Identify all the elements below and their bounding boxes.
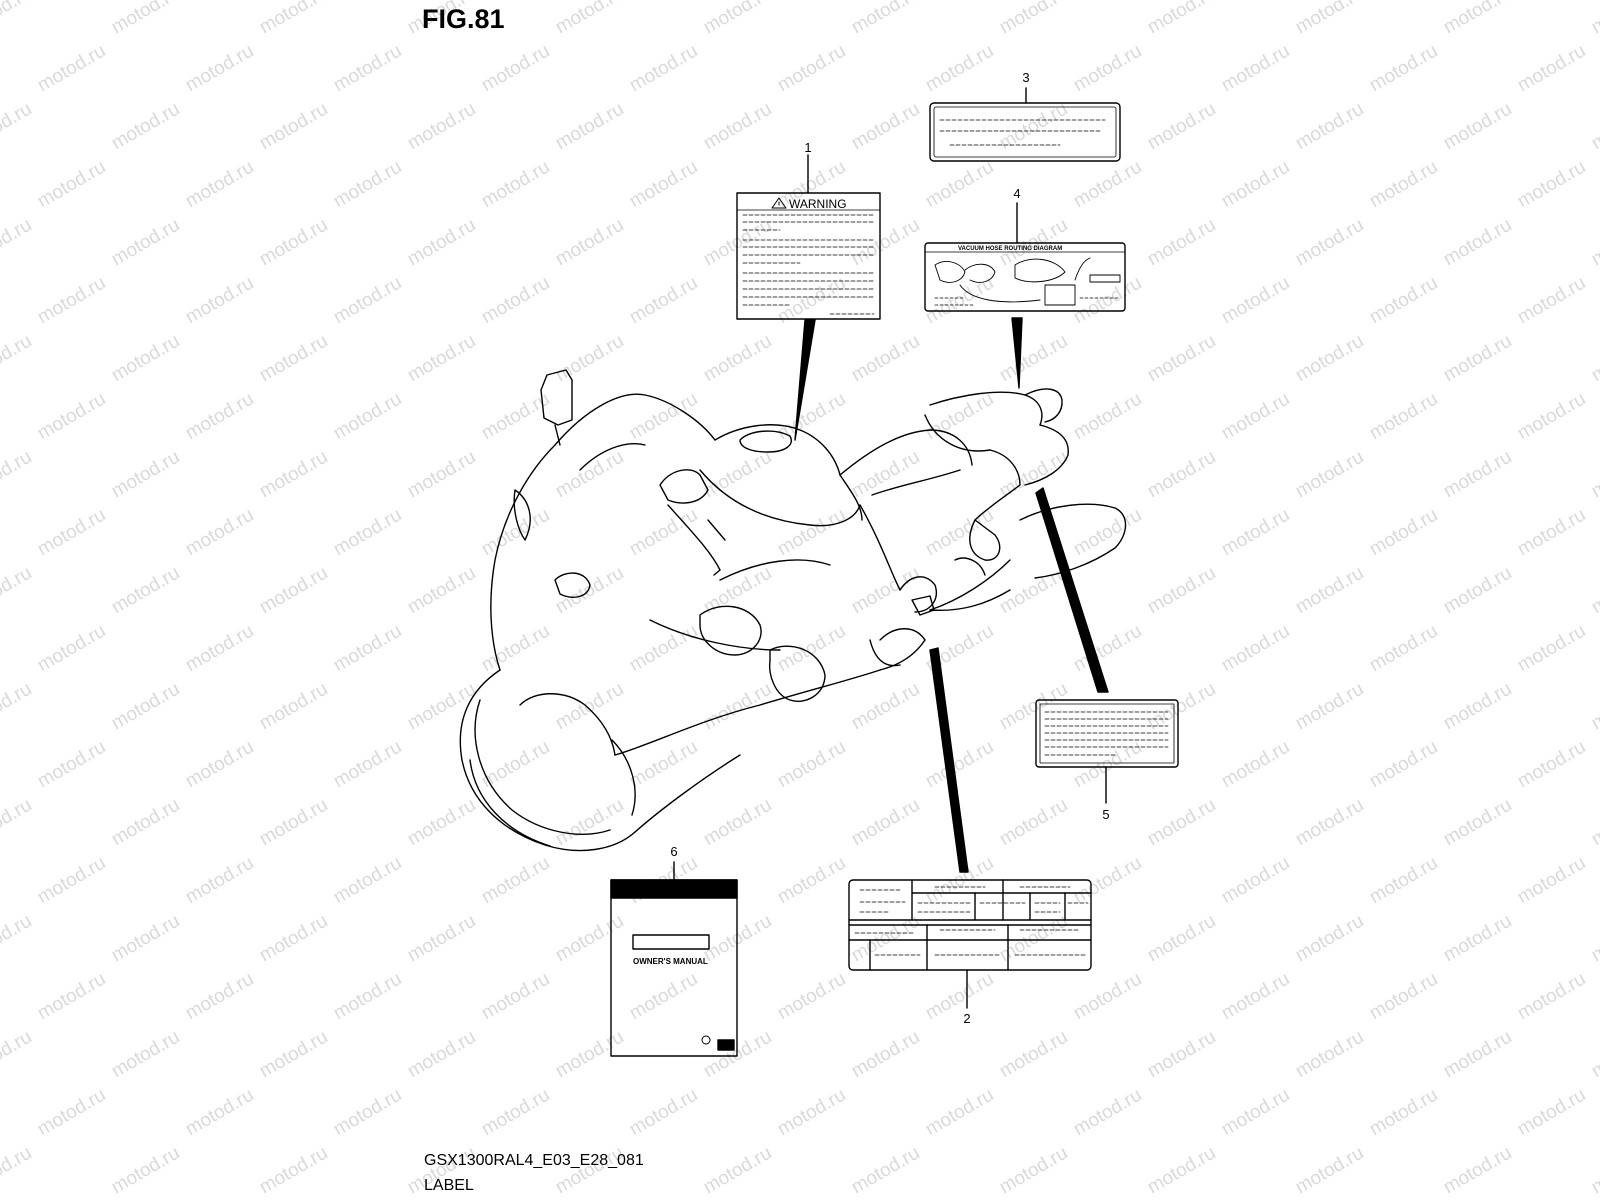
callout-number-4: 4 <box>1013 186 1020 201</box>
callout-number-1: 1 <box>804 140 811 155</box>
callout-number-2: 2 <box>963 1011 970 1026</box>
callout-number-6: 6 <box>670 844 677 859</box>
label-2-part <box>848 647 1092 1009</box>
label-3-part <box>929 87 1121 162</box>
motorcycle-drawing <box>459 369 1127 852</box>
diagram-name: LABEL <box>424 1177 474 1194</box>
warning-title: WARNING <box>789 197 847 211</box>
owners-manual-part <box>610 861 738 1057</box>
warning-label-part <box>736 154 881 441</box>
figure-title: FIG.81 <box>422 4 505 34</box>
label-5-part <box>1035 487 1179 804</box>
vacuum-hose-label-part <box>924 202 1126 389</box>
manual-title: OWNER'S MANUAL <box>633 957 708 966</box>
callout-number-5: 5 <box>1102 807 1109 822</box>
vacuum-title: VACUUM HOSE ROUTING DIAGRAM <box>958 246 1062 252</box>
diagram-code: GSX1300RAL4_E03_E28_081 <box>424 1152 644 1169</box>
callout-number-3: 3 <box>1022 70 1029 85</box>
